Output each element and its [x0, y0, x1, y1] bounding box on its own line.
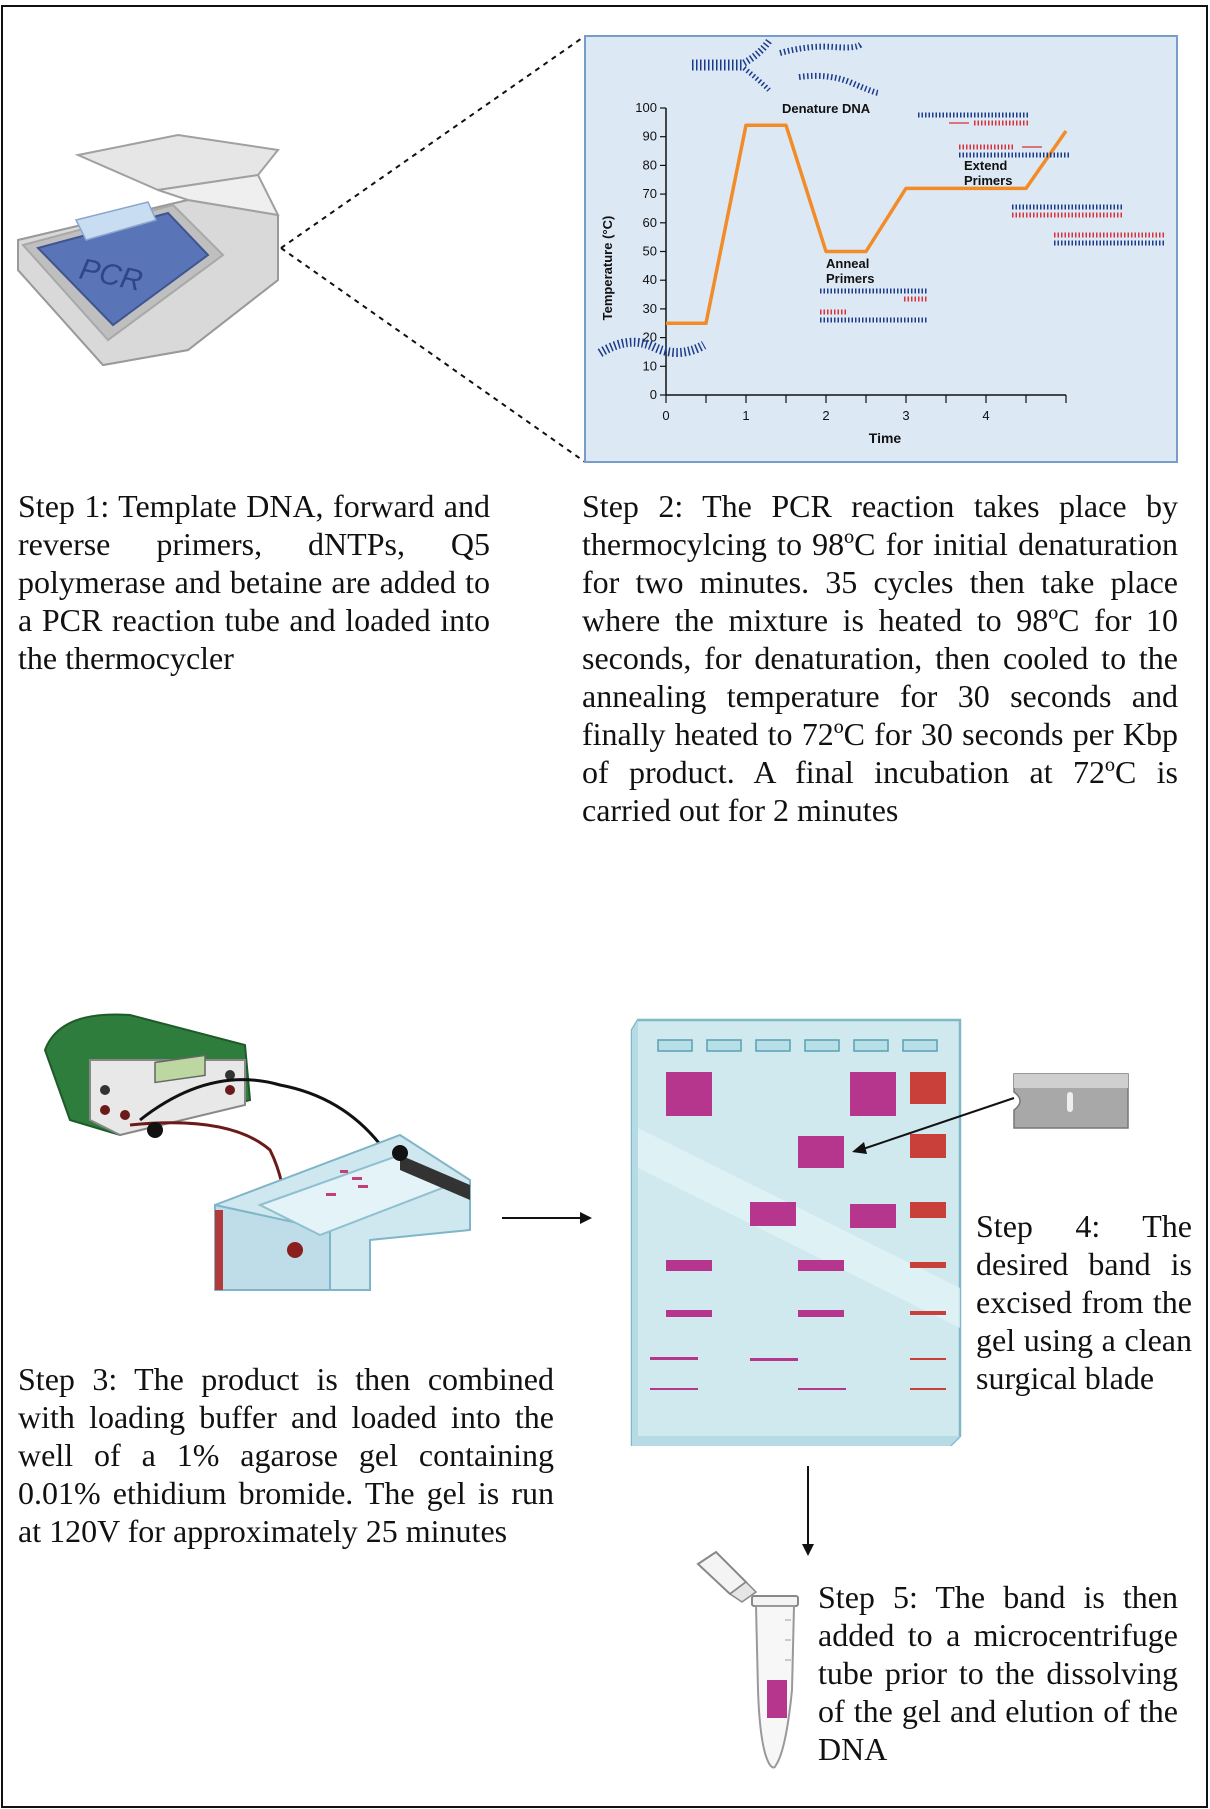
- gel-band: [666, 1260, 712, 1271]
- x-tick-label: 1: [742, 408, 749, 423]
- gel-well: [902, 1039, 938, 1052]
- y-tick-label: 60: [643, 215, 657, 230]
- gel-band: [650, 1357, 698, 1360]
- x-tick-label: 0: [662, 408, 669, 423]
- x-tick-label: 3: [902, 408, 909, 423]
- gel-band: [910, 1202, 946, 1218]
- thermocycler-illustration: PCR: [17, 133, 280, 367]
- y-tick-label: 0: [650, 387, 657, 402]
- annotation-anneal-line1: Anneal: [826, 256, 869, 271]
- y-tick-label: 10: [643, 358, 657, 373]
- y-tick-label: 100: [635, 100, 657, 115]
- dna-denatured-strands-icon: [692, 38, 880, 96]
- gel-tank-icon: [214, 1133, 471, 1291]
- gel-well: [755, 1039, 791, 1052]
- y-tick-label: 90: [643, 129, 657, 144]
- gel-band: [910, 1358, 946, 1360]
- annotation-extend-line1: Extend: [964, 158, 1007, 173]
- x-tick-label: 2: [822, 408, 829, 423]
- gel-band: [910, 1388, 946, 1390]
- pcr-temperature-chart: 0 10 20 30 40 50 60 70 80 90 100 0 1 2 3 4 Temperature…: [584, 35, 1178, 463]
- extend-primers-icon: [918, 112, 1164, 246]
- microcentrifuge-tube-icon: [696, 1550, 799, 1769]
- y-tick-label: 50: [643, 244, 657, 259]
- gel-band: [910, 1134, 946, 1158]
- gel-band: [910, 1311, 946, 1315]
- agarose-gel: [630, 1018, 962, 1446]
- gel-well: [853, 1039, 889, 1052]
- dna-double-helix-icon: [597, 337, 707, 357]
- x-tick-label: 4: [982, 408, 989, 423]
- blade-to-band-arrow: [852, 1097, 1015, 1154]
- gel-band: [750, 1202, 796, 1226]
- gel-bands: [650, 1072, 946, 1390]
- razor-blade-icon: [1013, 1073, 1129, 1129]
- gel-band: [798, 1260, 844, 1271]
- electrophoresis-apparatus: [43, 1013, 471, 1291]
- step2-text: Step 2: The PCR reaction takes place by …: [582, 488, 1178, 828]
- annotation-anneal-line2: Primers: [826, 271, 874, 286]
- gel-band: [798, 1310, 844, 1317]
- gel-band: [666, 1072, 712, 1116]
- y-tick-label: 20: [643, 330, 657, 345]
- thermocycler-body: PCR: [17, 133, 280, 367]
- gel-well: [804, 1039, 840, 1052]
- y-axis-ticks: 0 10 20 30 40 50 60 70 80 90 100: [635, 100, 666, 402]
- arrow-to-tube: [802, 1466, 814, 1556]
- gel-band: [650, 1388, 698, 1390]
- black-cable: [139, 1078, 402, 1176]
- y-tick-label: 40: [643, 272, 657, 287]
- x-axis-label: Time: [869, 430, 902, 446]
- gel-band: [850, 1204, 896, 1228]
- x-axis-ticks: 0 1 2 3 4: [662, 395, 1067, 423]
- gel-wells: [657, 1039, 938, 1052]
- gel-band: [910, 1072, 946, 1104]
- step1-text: Step 1: Template DNA, forward and revers…: [18, 488, 490, 676]
- y-tick-label: 70: [643, 186, 657, 201]
- chart-background: [584, 35, 1178, 463]
- temperature-series-line: [666, 123, 1068, 325]
- gel-band: [910, 1262, 946, 1268]
- step4-text: Step 4: The desired band is excised from…: [976, 1208, 1192, 1396]
- y-tick-label: 30: [643, 301, 657, 316]
- step3-text: Step 3: The product is then combined wit…: [18, 1361, 554, 1549]
- annotation-denature: Denature DNA: [782, 101, 871, 116]
- step5-text: Step 5: The band is then added to a micr…: [818, 1579, 1178, 1767]
- zoom-lines: [280, 35, 586, 463]
- gel-band: [798, 1388, 846, 1390]
- gel-band: [850, 1072, 896, 1116]
- anneal-primers-icon: [820, 288, 928, 323]
- gel-well: [706, 1039, 742, 1052]
- gel-band: [798, 1136, 844, 1168]
- gel-band: [666, 1310, 712, 1317]
- arrow-to-gel: [502, 1212, 592, 1224]
- power-supply-icon: [43, 1013, 252, 1137]
- y-tick-label: 80: [643, 157, 657, 172]
- gel-band: [750, 1358, 798, 1361]
- y-axis-label: Temperature (°C): [600, 216, 615, 321]
- gel-well: [657, 1039, 693, 1052]
- annotation-extend-line2: Primers: [964, 173, 1012, 188]
